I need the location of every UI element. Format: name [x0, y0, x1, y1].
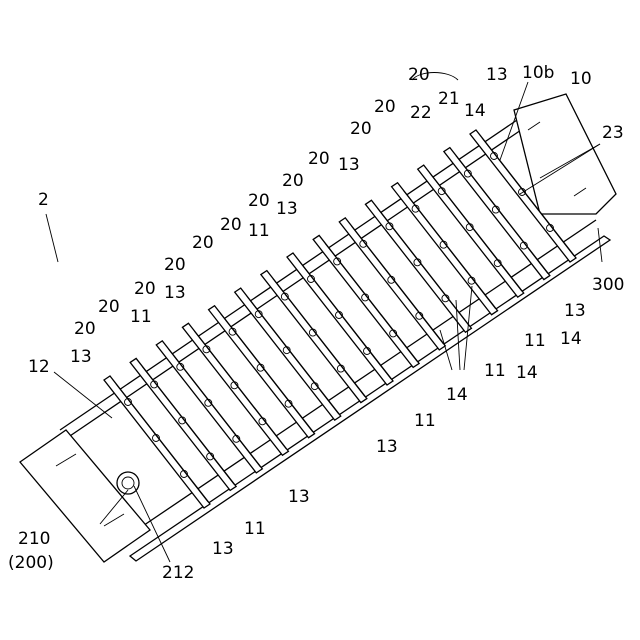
fin-array [104, 130, 576, 508]
label-10b: 10b [522, 63, 554, 83]
label-11-f: 11 [244, 519, 266, 539]
label-20-c: 20 [134, 279, 156, 299]
label-13-h: 13 [288, 487, 310, 507]
label-212: 212 [162, 563, 194, 583]
label-20-e: 20 [192, 233, 214, 253]
label-20-d: 20 [164, 255, 186, 275]
label-13-g: 13 [376, 437, 398, 457]
label-13-d: 13 [338, 155, 360, 175]
label-14-d: 14 [446, 385, 468, 405]
label-20-f: 20 [220, 215, 242, 235]
label-210: 210 [18, 529, 50, 549]
label-200: (200) [8, 553, 54, 573]
label-20-g: 20 [248, 191, 270, 211]
label-13-a: 13 [70, 347, 92, 367]
label-10: 10 [570, 69, 592, 89]
label-20-k: 20 [374, 97, 396, 117]
label-11-c: 11 [524, 331, 546, 351]
label-11-e: 11 [414, 411, 436, 431]
label-14-a: 14 [464, 101, 486, 121]
label-14-b: 14 [560, 329, 582, 349]
label-13-b: 13 [164, 283, 186, 303]
label-13-e: 13 [486, 65, 508, 85]
label-22: 22 [410, 103, 432, 123]
label-13-c: 13 [276, 199, 298, 219]
label-300: 300 [592, 275, 624, 295]
label-13-i: 13 [212, 539, 234, 559]
label-20-h: 20 [282, 171, 304, 191]
label-23: 23 [602, 123, 624, 143]
label-11-a: 11 [130, 307, 152, 327]
label-20-j: 20 [350, 119, 372, 139]
label-2: 2 [38, 190, 49, 210]
label-20-top: 20 [408, 65, 430, 85]
label-11-b: 11 [248, 221, 270, 241]
label-12: 12 [28, 357, 50, 377]
label-20-a: 20 [74, 319, 96, 339]
label-13-f: 13 [564, 301, 586, 321]
label-20-i: 20 [308, 149, 330, 169]
label-21: 21 [438, 89, 460, 109]
label-14-c: 14 [516, 363, 538, 383]
label-20-b: 20 [98, 297, 120, 317]
label-11-d: 11 [484, 361, 506, 381]
